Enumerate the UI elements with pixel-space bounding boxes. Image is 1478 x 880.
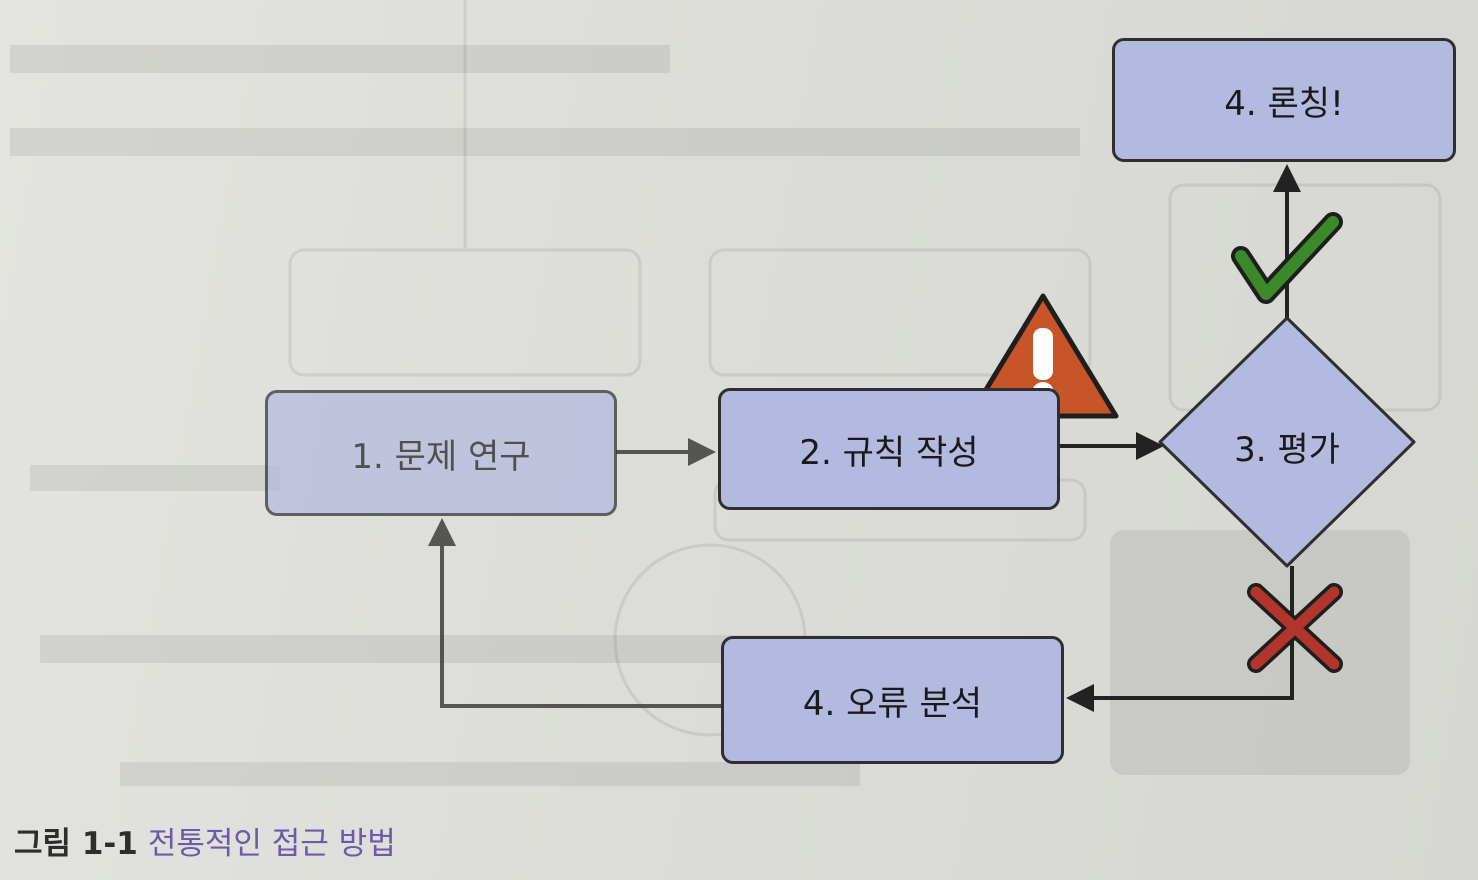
node-write-rules-label: 2. 규칙 작성 — [799, 432, 979, 473]
evaluate-diamond — [1158, 316, 1416, 568]
node-error-analysis-label: 4. 오류 분석 — [802, 683, 983, 724]
check-icon — [1231, 212, 1343, 304]
arrow-evaluate-to-launch — [1273, 164, 1301, 318]
arrow-evaluate-to-error-analysis — [1066, 566, 1294, 712]
figure-title: 전통적인 접근 방법 — [147, 826, 396, 862]
node-launch-label: 4. 론칭! — [1224, 83, 1344, 124]
node-problem-study: 1. 문제 연구 — [265, 390, 617, 516]
arrow-rules-to-evaluate — [1060, 432, 1164, 460]
node-evaluate-label: 3. 평가 — [1234, 430, 1340, 470]
arrow-error-analysis-to-study — [428, 518, 722, 708]
node-write-rules: 2. 규칙 작성 — [718, 388, 1060, 510]
arrow-study-to-rules — [616, 438, 716, 466]
node-launch: 4. 론칭! — [1112, 38, 1456, 162]
node-problem-study-label: 1. 문제 연구 — [351, 436, 531, 477]
node-error-analysis: 4. 오류 분석 — [721, 636, 1064, 764]
figure-number: 그림 1-1 — [14, 826, 138, 862]
cross-icon — [1247, 583, 1343, 673]
